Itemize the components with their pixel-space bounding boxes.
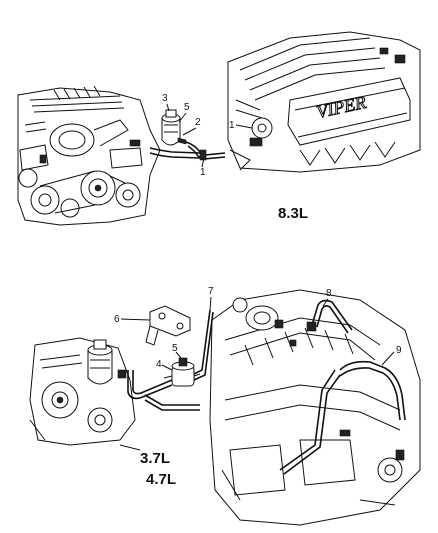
reservoir-top-left: [161, 109, 187, 146]
valve-part-4: [163, 357, 201, 387]
callout-5-bottom: 5: [172, 343, 178, 354]
callout-1-top-right: 1: [229, 120, 235, 131]
engine-label-4-7l: 4.7L: [146, 471, 176, 488]
callout-3: 3: [162, 93, 168, 104]
callouts-bottom-left: 6 5 4 7: [114, 286, 214, 371]
callout-7: 7: [208, 286, 214, 297]
tube-part-8: [306, 299, 353, 334]
engine-illustration-top-right: [227, 31, 421, 173]
engine-illustration-top-left: [17, 85, 161, 226]
callout-9: 9: [396, 345, 402, 356]
callout-8: 8: [326, 288, 332, 299]
callout-6: 6: [114, 314, 120, 325]
engine-illustration-bottom-right: [209, 289, 421, 526]
callout-1: 1: [200, 167, 206, 178]
callout-2: 2: [195, 117, 201, 128]
callouts-bottom-right: 8 9: [322, 288, 402, 366]
engine-label-8-3l: 8.3L: [278, 205, 308, 222]
callouts-top-left: 3 5 2 1: [162, 93, 206, 178]
leader-1-top-right: [235, 124, 253, 129]
callout-5: 5: [184, 102, 190, 113]
bracket-part-6: [145, 305, 191, 346]
hose-top-left: [149, 141, 226, 161]
hose-part-9: [279, 360, 406, 475]
engine-label-3-7l: 3.7L: [140, 450, 170, 467]
engine-illustration-bottom-left: [29, 337, 141, 451]
callout-4: 4: [156, 359, 162, 370]
hose-bottom-left: [127, 309, 214, 411]
